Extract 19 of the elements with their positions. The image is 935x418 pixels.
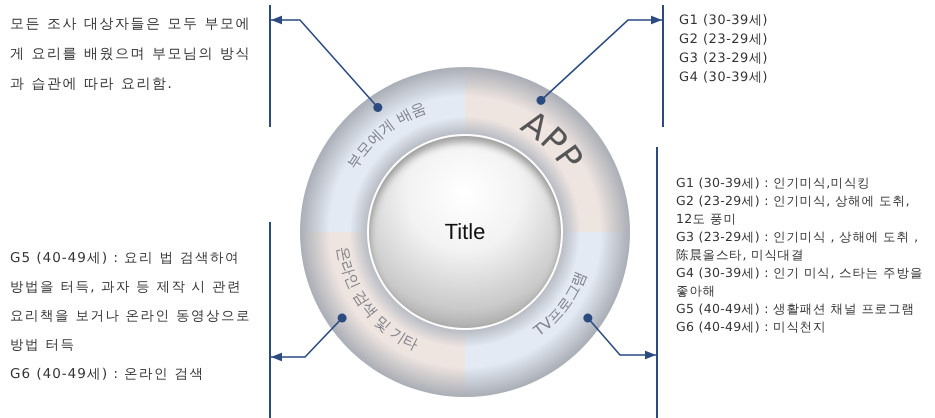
description-text: G5 (40-49세) : 요리 법 검색하여 방법을 터득, 과자 등 제작 시 관련 요리책을 보거나 온라인 동영상으로 방법 터득 [10, 249, 252, 355]
description-text: G4 (30-39세) [679, 69, 769, 87]
arrow [271, 314, 347, 362]
arrow [271, 16, 382, 112]
arrow [536, 16, 662, 105]
description-text: G4 (30-39세) : 인기 미식, 스타는 주방을 좋아해 [676, 264, 924, 300]
description-text: G1 (30-39세) : 인기미식,미식킹 [676, 174, 872, 192]
description-text: G5 (40-49세) : 생활패션 채널 프로그램 [676, 300, 916, 318]
segment-label: APP [514, 102, 590, 178]
description-text: G6 (40-49세) : 미식천지 [676, 318, 828, 336]
description-text: G3 (23-29세) : 인기미식 , 상해에 도취 , 陈晨올스타, 미식대결 [676, 228, 920, 264]
description-text: 모든 조사 대상자들은 모두 부모에게 요리를 배웠으며 부모님의 방식과 습관에 따라 요리함. [10, 15, 252, 94]
description-text: G3 (23-29세) [679, 50, 769, 68]
description-text: G2 (23-29세) [679, 31, 769, 49]
description-text: G2 (23-29세) : 인기미식, 상해에 도취, 12도 풍미 [676, 192, 911, 228]
title-text: Title [444, 219, 486, 245]
description-text: G1 (30-39세) [679, 12, 769, 30]
arrow [583, 314, 656, 360]
description-text: G6 (40-49세) : 온라인 검색 [10, 365, 206, 384]
